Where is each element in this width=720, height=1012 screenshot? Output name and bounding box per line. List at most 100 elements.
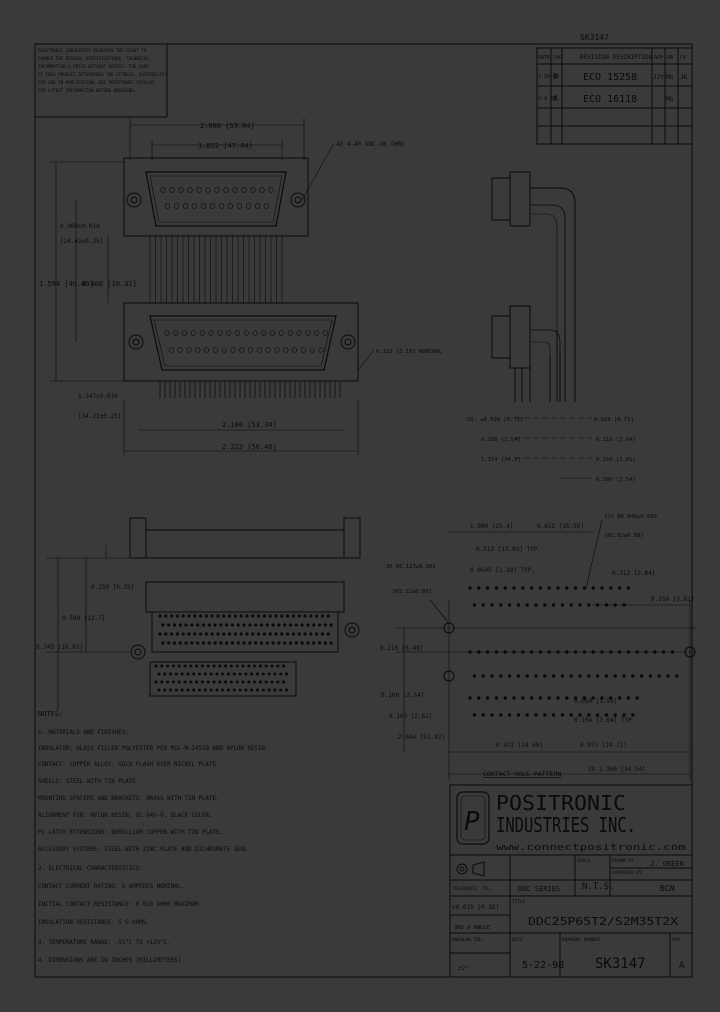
dim-0972: 0.972 [24.69] bbox=[496, 742, 543, 749]
front-pin bbox=[222, 632, 226, 636]
front-pin bbox=[253, 680, 257, 684]
angle-label: ANGULAR TOL. bbox=[452, 937, 485, 943]
connector-pin bbox=[265, 347, 271, 353]
front-pin bbox=[183, 680, 187, 684]
connector-pin bbox=[254, 203, 261, 209]
connector-pin bbox=[204, 347, 210, 353]
rev-row-dr: MG bbox=[666, 74, 674, 81]
pattern-hole bbox=[653, 650, 657, 654]
front-pin bbox=[160, 664, 164, 668]
side-dim: 0.100 [2.54] bbox=[481, 437, 521, 443]
connector-pin bbox=[250, 187, 256, 193]
rev-header-app: APP bbox=[654, 55, 663, 61]
front-pin bbox=[261, 672, 265, 676]
front-pin bbox=[277, 641, 281, 645]
pattern-hole bbox=[516, 713, 521, 717]
front-pin bbox=[291, 632, 296, 636]
dim-mtyp: 0.0545 [1.38] TYP. bbox=[470, 567, 535, 574]
front-pin bbox=[207, 641, 211, 645]
pattern-hole bbox=[573, 586, 578, 590]
pattern-hole bbox=[644, 650, 648, 654]
front-pin bbox=[286, 632, 290, 636]
front-pin bbox=[201, 641, 206, 645]
pattern-hole bbox=[490, 713, 494, 717]
front-pin bbox=[257, 632, 261, 636]
pattern-hole bbox=[609, 696, 613, 700]
pattern-hole bbox=[587, 674, 591, 678]
dim-0973: 0.973 [24.71] bbox=[580, 742, 627, 749]
connector-pin bbox=[236, 203, 243, 209]
pattern-hole bbox=[565, 696, 569, 700]
front-pin bbox=[170, 614, 174, 618]
dim-0250: 0.250 [6.35] bbox=[91, 584, 134, 591]
pattern-hole bbox=[525, 674, 529, 678]
pattern-hole bbox=[521, 696, 525, 700]
rev-header-desc: REVISION DESCRIPTION bbox=[580, 54, 653, 61]
front-pin bbox=[312, 623, 316, 627]
front-pin bbox=[284, 688, 288, 692]
pattern-hole bbox=[477, 696, 481, 700]
pattern-hole bbox=[503, 586, 507, 590]
connector-pin bbox=[218, 203, 225, 209]
front-pin bbox=[236, 623, 240, 627]
front-pin bbox=[199, 614, 203, 618]
approved-value: BCN bbox=[660, 884, 675, 893]
front-pin bbox=[320, 614, 325, 618]
pattern-hole bbox=[529, 650, 534, 654]
side-dim: SQ. ±0.028 [0.71] bbox=[467, 417, 523, 423]
front-pin bbox=[247, 680, 251, 684]
front-pin bbox=[323, 641, 327, 645]
mount-note-a: 3X Ø0.123±0.003 bbox=[386, 563, 436, 570]
front-pin bbox=[170, 632, 174, 636]
front-pin bbox=[167, 641, 171, 645]
pattern-hole bbox=[516, 674, 521, 678]
dim-2223: 2.223 [56.46] bbox=[222, 443, 277, 451]
front-pin bbox=[277, 623, 281, 627]
disclaimer-line: CHANGE THE DESIGN, SPECIFICATIONS, TECHN… bbox=[38, 56, 149, 61]
pattern-hole bbox=[551, 674, 556, 678]
upper-connector-pins bbox=[160, 187, 274, 209]
front-pin bbox=[284, 672, 288, 676]
pattern-hole bbox=[573, 696, 578, 700]
front-pin bbox=[323, 623, 327, 627]
pattern-hole bbox=[595, 603, 600, 607]
front-pin bbox=[258, 664, 262, 668]
front-pin bbox=[329, 623, 333, 627]
connector-pin bbox=[318, 347, 324, 353]
front-pin bbox=[186, 688, 190, 692]
pattern-hole bbox=[626, 586, 631, 590]
front-pin bbox=[248, 641, 252, 645]
pattern-holes bbox=[468, 586, 679, 717]
front-pin bbox=[163, 672, 167, 676]
front-pin bbox=[303, 632, 307, 636]
dim-0104: 0.104 [2.64] TYP. bbox=[574, 717, 635, 724]
front-pin bbox=[280, 614, 284, 618]
tolerance-value: ±0.015 [0.38] bbox=[452, 904, 499, 911]
front-pin bbox=[196, 641, 200, 645]
front-pin bbox=[288, 623, 293, 627]
front-pin bbox=[215, 688, 219, 692]
rev-value: A bbox=[679, 961, 685, 971]
front-pin bbox=[216, 614, 220, 618]
rev-row-desc: ECO 15258 bbox=[583, 72, 637, 83]
pattern-hole bbox=[582, 650, 587, 654]
pattern-hole bbox=[565, 586, 569, 590]
connector-pin bbox=[160, 187, 166, 193]
front-pin bbox=[198, 672, 202, 676]
front-pin bbox=[233, 632, 237, 636]
rev-header-ck: CK bbox=[680, 55, 686, 61]
front-pin bbox=[239, 614, 243, 618]
front-pin bbox=[265, 623, 269, 627]
connector-pin bbox=[296, 330, 302, 336]
connector-pin bbox=[226, 330, 232, 336]
pattern-hole bbox=[661, 650, 666, 654]
front-pin bbox=[187, 632, 191, 636]
pattern-hole bbox=[512, 586, 516, 590]
connector-pin bbox=[259, 187, 265, 193]
front-pin bbox=[178, 623, 182, 627]
connector-pin bbox=[178, 187, 184, 193]
pattern-hole bbox=[503, 650, 507, 654]
front-pin bbox=[184, 641, 188, 645]
front-pin bbox=[184, 623, 188, 627]
front-pin bbox=[257, 614, 261, 618]
